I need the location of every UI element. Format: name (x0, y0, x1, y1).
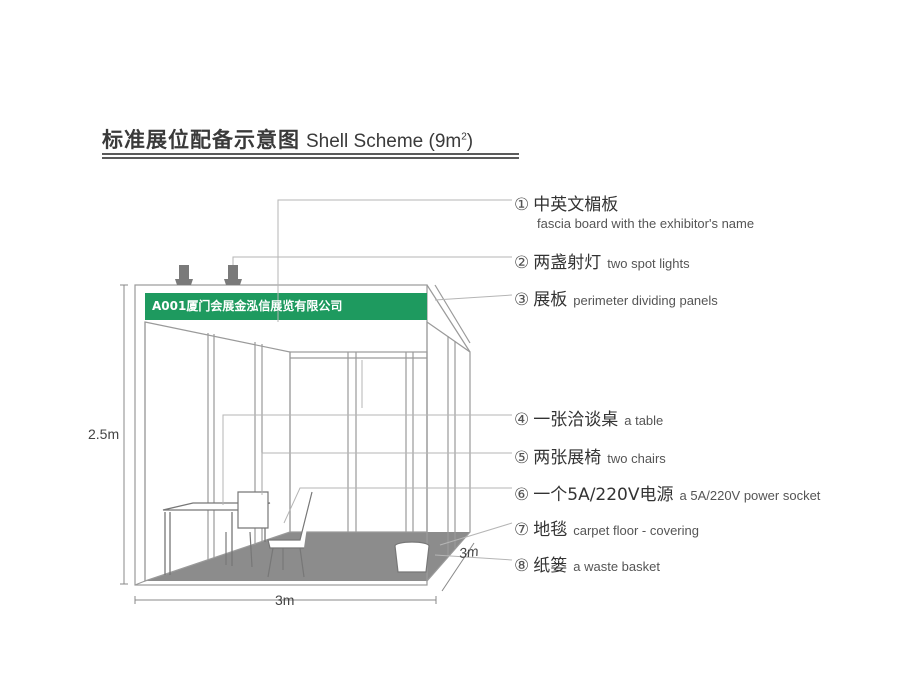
waste-basket (394, 541, 430, 573)
fascia-board (145, 293, 427, 320)
fascia-board-text: A001厦门会展金泓信展览有限公司 (152, 299, 343, 313)
title-underline (102, 153, 519, 155)
title-zh: 标准展位配备示意图 (102, 128, 300, 152)
chairs (225, 491, 313, 578)
page-title: 标准展位配备示意图 Shell Scheme (9m2) (102, 124, 473, 154)
title-underline-2 (102, 157, 519, 159)
carpet-floor (145, 532, 470, 581)
title-en: Shell Scheme (9m2) (306, 131, 474, 152)
height-dimension: 2.5m (88, 426, 120, 442)
spot-lights (175, 265, 242, 285)
depth-dimension: 3m (457, 542, 480, 562)
width-dimension: 3m (275, 592, 295, 608)
outer-frame (134, 284, 428, 586)
